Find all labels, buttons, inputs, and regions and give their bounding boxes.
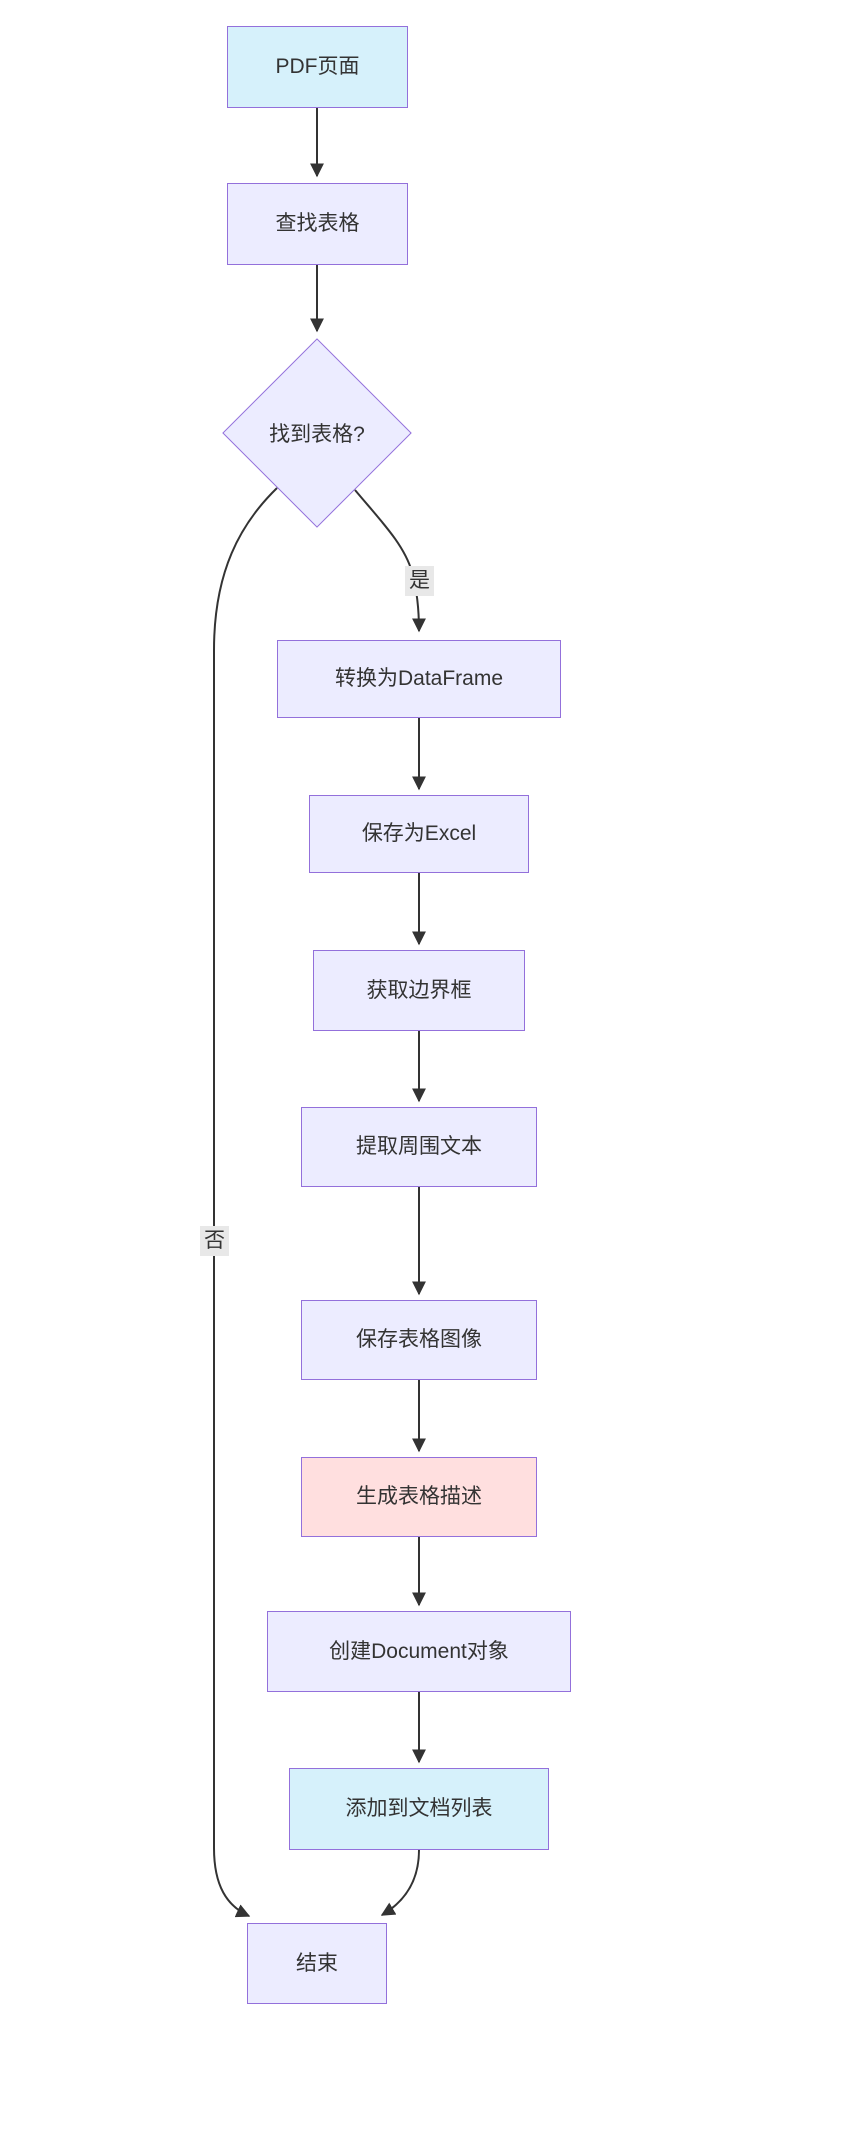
edge-label-no: 否 — [200, 1226, 229, 1257]
edge-decision-no — [213, 487, 278, 1918]
edge-label-yes: 是 — [405, 566, 434, 597]
node-to-dataframe: 转换为DataFrame — [277, 640, 561, 718]
node-find-tables: 查找表格 — [227, 183, 408, 265]
node-found-tables-label: 找到表格? — [269, 423, 365, 446]
node-save-image: 保存表格图像 — [301, 1300, 537, 1380]
node-save-excel: 保存为Excel — [309, 795, 529, 873]
node-pdf-page: PDF页面 — [227, 26, 408, 108]
node-add-to-list: 添加到文档列表 — [289, 1768, 549, 1850]
node-end: 结束 — [247, 1923, 387, 2004]
node-get-bbox: 获取边界框 — [313, 950, 525, 1031]
node-create-document: 创建Document对象 — [267, 1611, 571, 1692]
edge-list-end — [380, 1849, 420, 1916]
node-gen-desc: 生成表格描述 — [301, 1457, 537, 1537]
edge-decision-yes — [354, 489, 426, 633]
node-extract-text: 提取周围文本 — [301, 1107, 537, 1187]
